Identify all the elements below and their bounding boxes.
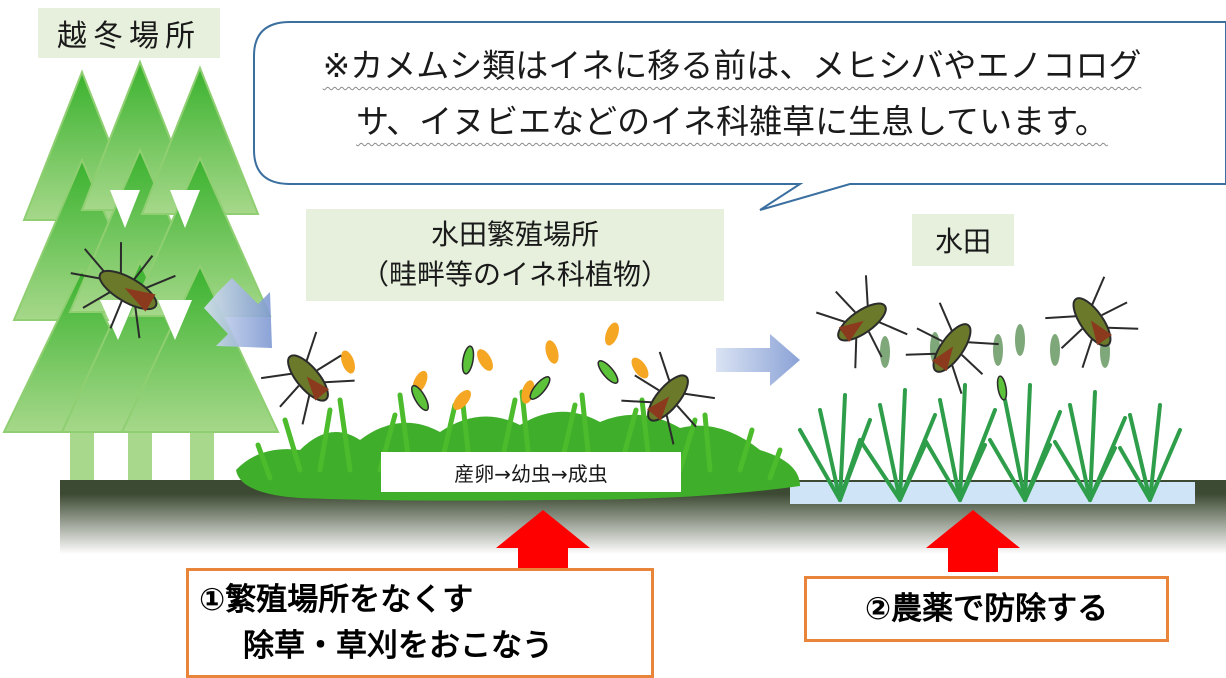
red-arrow-breeding <box>496 510 590 570</box>
tree-right <box>120 65 280 433</box>
arrow-trees-to-breeding <box>204 278 272 348</box>
stink-bug <box>70 242 176 339</box>
lifecycle-label: 産卵→幼虫→成虫 <box>381 452 681 492</box>
lifecycle-text: 産卵→幼虫→成虫 <box>454 461 608 486</box>
rice-clump-2 <box>858 388 937 502</box>
winter-location-label: 越冬場所 <box>38 8 220 58</box>
action2-text: ②農薬で防除する <box>864 591 1109 627</box>
rice-ears <box>880 324 1110 368</box>
tree-trunks <box>70 430 214 480</box>
rice-clump-6 <box>1118 403 1182 502</box>
rice-clump-3 <box>923 383 997 502</box>
nymphs <box>411 345 1008 412</box>
action1-line-2: 除草・草刈をおこなう <box>243 628 553 664</box>
stink-bug <box>1045 276 1139 369</box>
paddy-text: 水田 <box>934 225 991 258</box>
rice-clump-1 <box>798 393 872 502</box>
breeding-site-line-2: （畦畔等のイネ科植物） <box>360 258 669 291</box>
arrow-breeding-to-paddy <box>716 334 800 386</box>
rice-clump-4 <box>988 383 1062 502</box>
action-remove-breeding-site: ①繁殖場所をなくす 除草・草刈をおこなう <box>186 568 654 678</box>
paddy-label: 水田 <box>912 214 1014 266</box>
winter-location-text: 越冬場所 <box>57 19 201 54</box>
callout-bubble <box>253 21 1226 211</box>
callout-text: ※カメムシ類はイネに移る前は、メヒシバやエノコログ サ、イヌビエなどのイネ科雑草… <box>262 38 1202 150</box>
rice-clump-5 <box>1053 390 1127 502</box>
breeding-site-label: 水田繁殖場所 （畦畔等のイネ科植物） <box>306 209 724 301</box>
stink-bug <box>260 331 355 425</box>
rice-plants <box>798 383 1182 502</box>
callout-line-2: サ、イヌビエなどのイネ科雑草に生息しています。 <box>356 102 1108 141</box>
stink-bug <box>621 351 716 445</box>
red-arrow-paddy <box>926 510 1020 572</box>
stink-bugs <box>70 242 1139 445</box>
stink-bug <box>905 302 999 395</box>
action-pesticide: ②農薬で防除する <box>804 576 1169 642</box>
action1-line-1: ①繁殖場所をなくす <box>199 582 474 618</box>
callout-line-1: ※カメムシ類はイネに移る前は、メヒシバやエノコログ <box>322 46 1142 85</box>
stink-bug <box>815 275 908 369</box>
tree-gaps <box>100 190 200 340</box>
breeding-site-line-1: 水田繁殖場所 <box>430 218 599 251</box>
